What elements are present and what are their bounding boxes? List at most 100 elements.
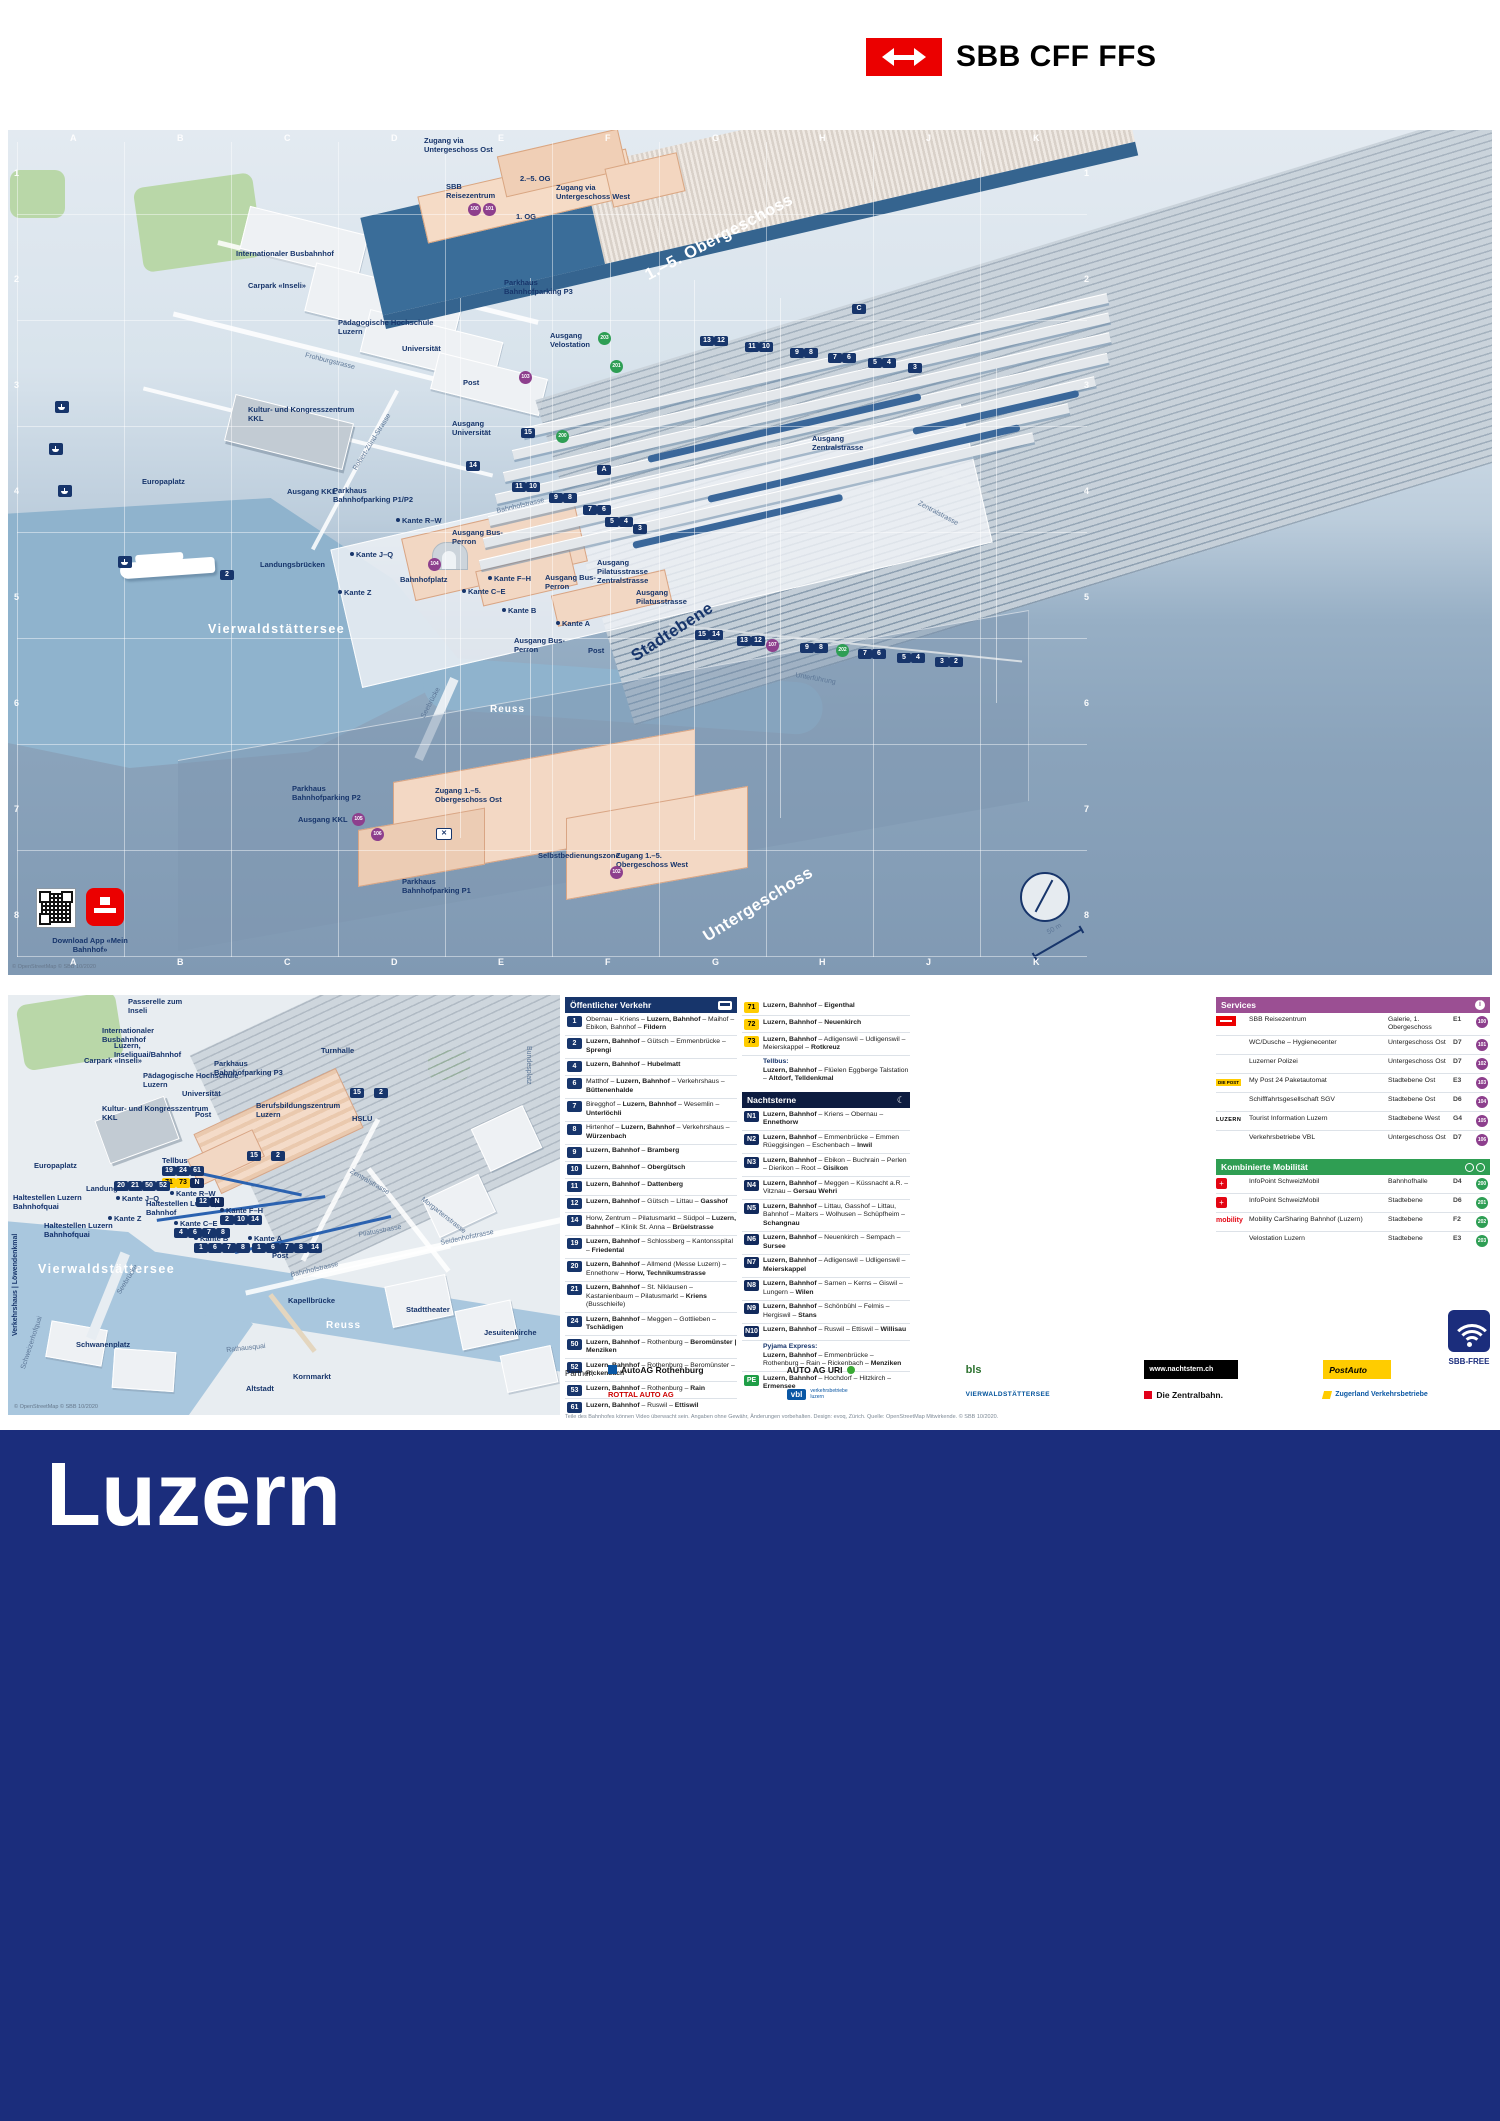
service-grid-ref: D6 [1453,1197,1462,1205]
route-text: Hirtenhof – Luzern, Bahnhof – Verkehrsha… [586,1124,730,1140]
route-number-badge: 52 [567,1361,582,1373]
route-text: Luzern, Bahnhof – Emmenbrücke – Emmen Rü… [763,1133,899,1150]
sbb-mini-logo [1216,1016,1246,1026]
service-name: Luzerner Polizei [1249,1058,1298,1066]
grid-lines [17,142,1087,957]
service-location: Stadtebene [1388,1216,1423,1224]
partner-logo-autoagur: AUTO AG URI [787,1362,956,1377]
route-number-badge: 21 [567,1284,582,1296]
service-name: InfoPoint SchweizMobil [1249,1178,1320,1186]
service-grid-ref: E3 [1453,1235,1462,1243]
sbb-free-label: SBB-FREE [1448,1357,1490,1366]
route-number-badge: 50 [567,1338,582,1350]
route-text: Luzern, Bahnhof – Kriens – Obernau – Enn… [763,1110,884,1127]
route-number-badge: 72 [744,1018,759,1030]
qr-code [36,888,76,928]
route-number-badge [744,1343,759,1354]
route-text: Luzern, Bahnhof – Gütsch – Littau – Gass… [586,1198,728,1206]
service-marker-dot: 104 [1476,1096,1488,1109]
partner-logo-zb: Die Zentralbahn. [1144,1387,1313,1402]
route-text: Luzern, Bahnhof – Ruswil – Ettiswil [586,1401,699,1409]
post-mini-logo: DIE POST [1216,1078,1242,1086]
service-marker-dot: 106 [1476,1134,1488,1147]
station-name-title: Luzern [46,1445,342,1545]
route-number-badge: 11 [567,1181,582,1193]
route-number-badge: 2 [567,1038,582,1050]
route-text: Luzern, Bahnhof – Hubelmatt [586,1061,681,1069]
service-grid-ref: D7 [1453,1134,1462,1142]
route-text: Luzern, Bahnhof – Eigenthal [763,1001,855,1009]
route-number-badge: 20 [567,1261,582,1273]
kkl-building [94,1095,180,1165]
route-text: Luzern, Bahnhof – Rothenburg – Beromünst… [586,1338,737,1355]
services-title: Services [1221,1000,1256,1010]
small-print: Teile des Bahnhofes können Video überwac… [565,1414,999,1420]
service-marker-dot: 202 [1476,1216,1488,1229]
route-text: Luzern, Bahnhof – Adligenswil – Udligens… [763,1035,906,1051]
route-text: Luzern, Bahnhof – Meggen – Küssnacht a.R… [763,1179,909,1196]
route-number-badge: N7 [744,1257,759,1269]
route-text: Tellbus:Luzern, Bahnhof – Flüelen Eggber… [763,1058,909,1083]
service-marker-dot: 203 [1476,1235,1488,1248]
route-row: N6 Luzern, Bahnhof – Neuenkirch – Sempach… [742,1230,910,1254]
service-location: Untergeschoss Ost [1388,1058,1446,1066]
sm-mini-logo: + [1216,1178,1246,1190]
bus-icon [718,1000,732,1010]
route-text: Luzern, Bahnhof – Sarnen – Kerns – Giswi… [763,1280,903,1296]
service-name: WC/Dusche – Hygienecenter [1249,1039,1337,1047]
compass-icon [1020,872,1070,922]
services-header: Services i [1216,997,1490,1013]
public-transport-title: Öffentlicher Verkehr [570,1000,652,1010]
route-number-badge: 71 [744,1001,759,1013]
route-row: 6 Matthof – Luzern, Bahnhof – Verkehrshau… [565,1074,737,1098]
route-row: 71 Luzern, Bahnhof – Eigenthal [742,999,910,1015]
route-number-badge: N2 [744,1133,759,1145]
service-marker-dot: 100 [1476,1016,1488,1028]
route-number-badge: 6 [567,1078,582,1090]
route-text: Matthof – Luzern, Bahnhof – Verkehrshaus… [586,1078,725,1094]
service-name: InfoPoint SchweizMobil [1249,1197,1320,1205]
route-number-badge: N10 [744,1326,759,1338]
route-text: Luzern, Bahnhof – Neuenkirch – Sempach –… [763,1234,901,1250]
route-number-badge: N5 [744,1202,759,1214]
partner-logo-zvb: Zugerland Verkehrsbetriebe [1323,1387,1492,1402]
route-text: Luzern, Bahnhof – Schönbühl – Felmis – H… [763,1303,890,1319]
service-location: Galerie, 1. Obergeschoss [1388,1016,1432,1032]
info-icon: i [1475,1000,1485,1010]
service-name: Schifffahrtsgesellschaft SGV [1249,1096,1335,1104]
city-map [8,995,560,1415]
service-grid-ref: D7 [1453,1058,1462,1066]
service-location: Stadtebene Ost [1388,1096,1436,1104]
route-number-badge: N6 [744,1234,759,1246]
service-location: Stadtebene Ost [1388,1077,1436,1085]
public-transport-header: Öffentlicher Verkehr [565,997,737,1013]
route-text: Luzern, Bahnhof – Obergütsch [586,1164,686,1172]
route-text: Luzern, Bahnhof – Schlossberg – Kantonss… [586,1238,733,1254]
route-number-badge: 4 [567,1061,582,1073]
service-grid-ref: D7 [1453,1039,1462,1047]
route-row: 4 Luzern, Bahnhof – Hubelmatt [565,1057,737,1075]
luzern-mini-logo: LUZERN [1216,1117,1242,1124]
service-grid-ref: E1 [1453,1016,1462,1023]
sbb-brand: SBB CFF FFS [866,38,1157,76]
service-name: Velostation Luzern [1249,1235,1305,1243]
service-name: Verkehrsbetriebe VBL [1249,1134,1316,1142]
service-location: Stadtebene [1388,1235,1423,1243]
night-lines-title: Nachtsterne [747,1095,797,1106]
none-mini-logo [1216,1058,1246,1068]
